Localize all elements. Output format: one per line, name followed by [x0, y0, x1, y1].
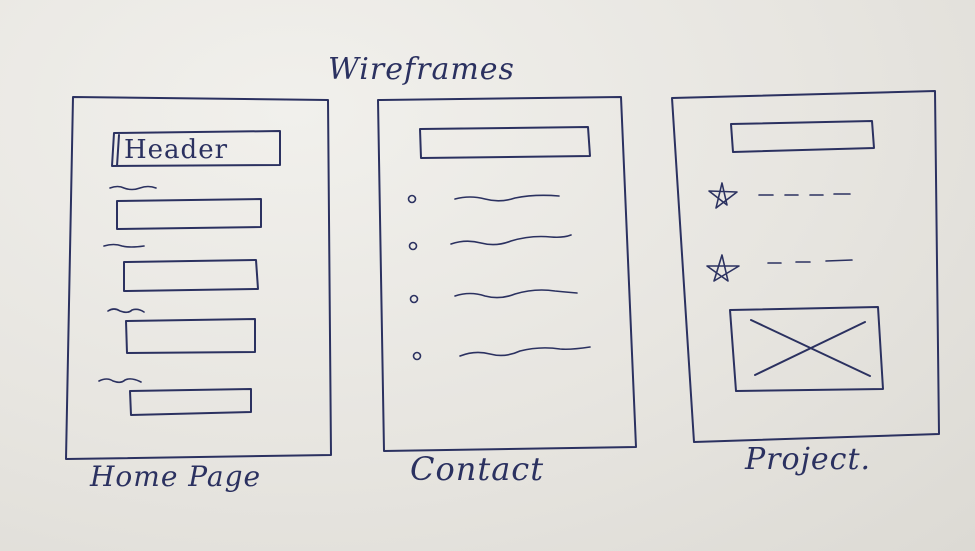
project-dashes-2	[767, 259, 853, 264]
contact-frame	[377, 96, 637, 452]
project-image-placeholder	[729, 306, 884, 392]
project-star-icon-2	[706, 254, 740, 282]
home-squiggle-3	[107, 308, 145, 314]
home-page-label: Home Page	[90, 460, 262, 493]
home-squiggle-1	[109, 185, 157, 191]
project-frame	[671, 90, 940, 443]
contact-bullet-3	[409, 294, 419, 304]
project-header-box	[730, 120, 875, 153]
home-box-1	[116, 198, 262, 230]
contact-line-1	[454, 194, 560, 202]
contact-bullet-4	[412, 351, 422, 361]
contact-line-4	[459, 346, 591, 357]
home-page-frame	[65, 96, 332, 460]
contact-line-2	[450, 234, 572, 246]
project-page-label: Project.	[745, 442, 872, 477]
home-header-label: Header	[124, 135, 229, 165]
home-squiggle-4	[98, 378, 142, 384]
home-box-2	[123, 259, 259, 292]
home-box-4	[129, 388, 252, 416]
home-box-3	[125, 318, 256, 354]
contact-page-label: Contact	[410, 450, 545, 488]
project-star-icon-1	[708, 182, 738, 209]
project-image-cross	[750, 319, 871, 377]
contact-line-3	[454, 289, 578, 299]
home-header-box	[111, 130, 281, 167]
contact-header-box	[419, 126, 591, 159]
contact-bullet-1	[407, 194, 417, 204]
diagram-title: Wireframes	[328, 52, 515, 87]
home-squiggle-2	[103, 243, 145, 248]
project-dashes-1	[758, 193, 851, 196]
contact-bullet-2	[408, 241, 418, 251]
